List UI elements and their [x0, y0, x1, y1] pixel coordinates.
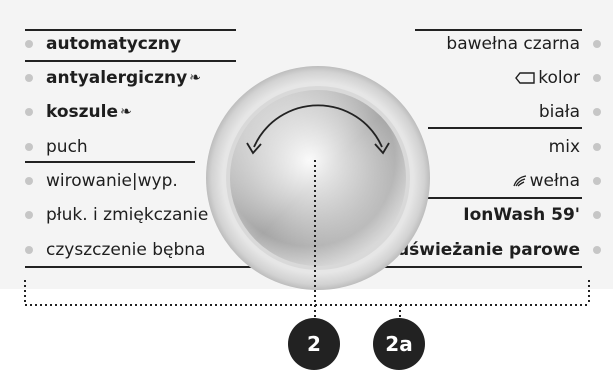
program-color[interactable]: kolor	[515, 67, 613, 89]
program-indicator-dot	[593, 108, 601, 116]
program-label: wełna	[529, 171, 580, 191]
program-indicator-dot	[25, 143, 33, 151]
program-ionwash[interactable]: IonWash 59'	[463, 204, 613, 226]
program-indicator-dot	[25, 40, 33, 48]
program-indicator-dot	[25, 177, 33, 185]
program-label: antyalergiczny	[46, 68, 188, 88]
program-automatic[interactable]: automatyczny	[0, 33, 181, 55]
program-spin-drain[interactable]: wirowanie|wyp.	[0, 170, 178, 192]
program-mix[interactable]: mix	[549, 136, 613, 158]
program-indicator-dot	[593, 40, 601, 48]
program-rinse-soften[interactable]: płuk. i zmiękczanie	[0, 204, 208, 226]
program-label: czyszczenie bębna	[46, 240, 206, 260]
callout-badge-program-list: 2a	[373, 318, 425, 370]
program-indicator-dot	[593, 246, 601, 254]
program-label: IonWash 59'	[463, 205, 580, 225]
program-drum-clean[interactable]: czyszczenie bębna	[0, 239, 205, 261]
divider-left-middle	[25, 161, 195, 163]
divider-left-upper	[25, 60, 236, 62]
program-indicator-dot	[25, 246, 33, 254]
program-label: płuk. i zmiękczanie	[46, 205, 209, 225]
program-label: puch	[46, 137, 88, 157]
program-white[interactable]: biała	[539, 101, 613, 123]
program-cotton-black[interactable]: bawełna czarna	[446, 33, 613, 55]
program-label: bawełna czarna	[446, 34, 580, 54]
program-down[interactable]: puch	[0, 136, 88, 158]
program-indicator-dot	[593, 143, 601, 151]
callout-badge-dial: 2	[288, 318, 340, 370]
program-wool[interactable]: wełna	[512, 170, 613, 192]
program-shirts[interactable]: koszule ❧	[0, 101, 134, 123]
divider-right-top	[415, 29, 582, 31]
divider-left-top	[25, 29, 236, 31]
program-label: odświeżanie parowe	[385, 240, 580, 260]
program-selector-knob[interactable]	[205, 65, 431, 291]
program-label: biała	[538, 102, 580, 122]
program-label: koszule	[46, 102, 119, 122]
program-indicator-dot	[25, 74, 33, 82]
divider-right-lower	[415, 197, 582, 199]
color-tag-icon	[515, 72, 535, 84]
program-antiallergic[interactable]: antyalergiczny ❧	[0, 67, 203, 89]
program-indicator-dot	[593, 177, 601, 185]
divider-right-middle	[428, 127, 582, 129]
program-indicator-dot	[593, 74, 601, 82]
program-label: automatyczny	[46, 34, 181, 54]
program-label: mix	[548, 137, 580, 157]
program-label: kolor	[538, 68, 580, 88]
program-indicator-dot	[25, 211, 33, 219]
program-indicator-dot	[25, 108, 33, 116]
program-label: wirowanie|wyp.	[46, 171, 178, 191]
program-indicator-dot	[593, 211, 601, 219]
steam-icon: ❧	[120, 104, 132, 120]
steam-icon: ❧	[189, 70, 201, 86]
wool-icon	[512, 175, 526, 187]
